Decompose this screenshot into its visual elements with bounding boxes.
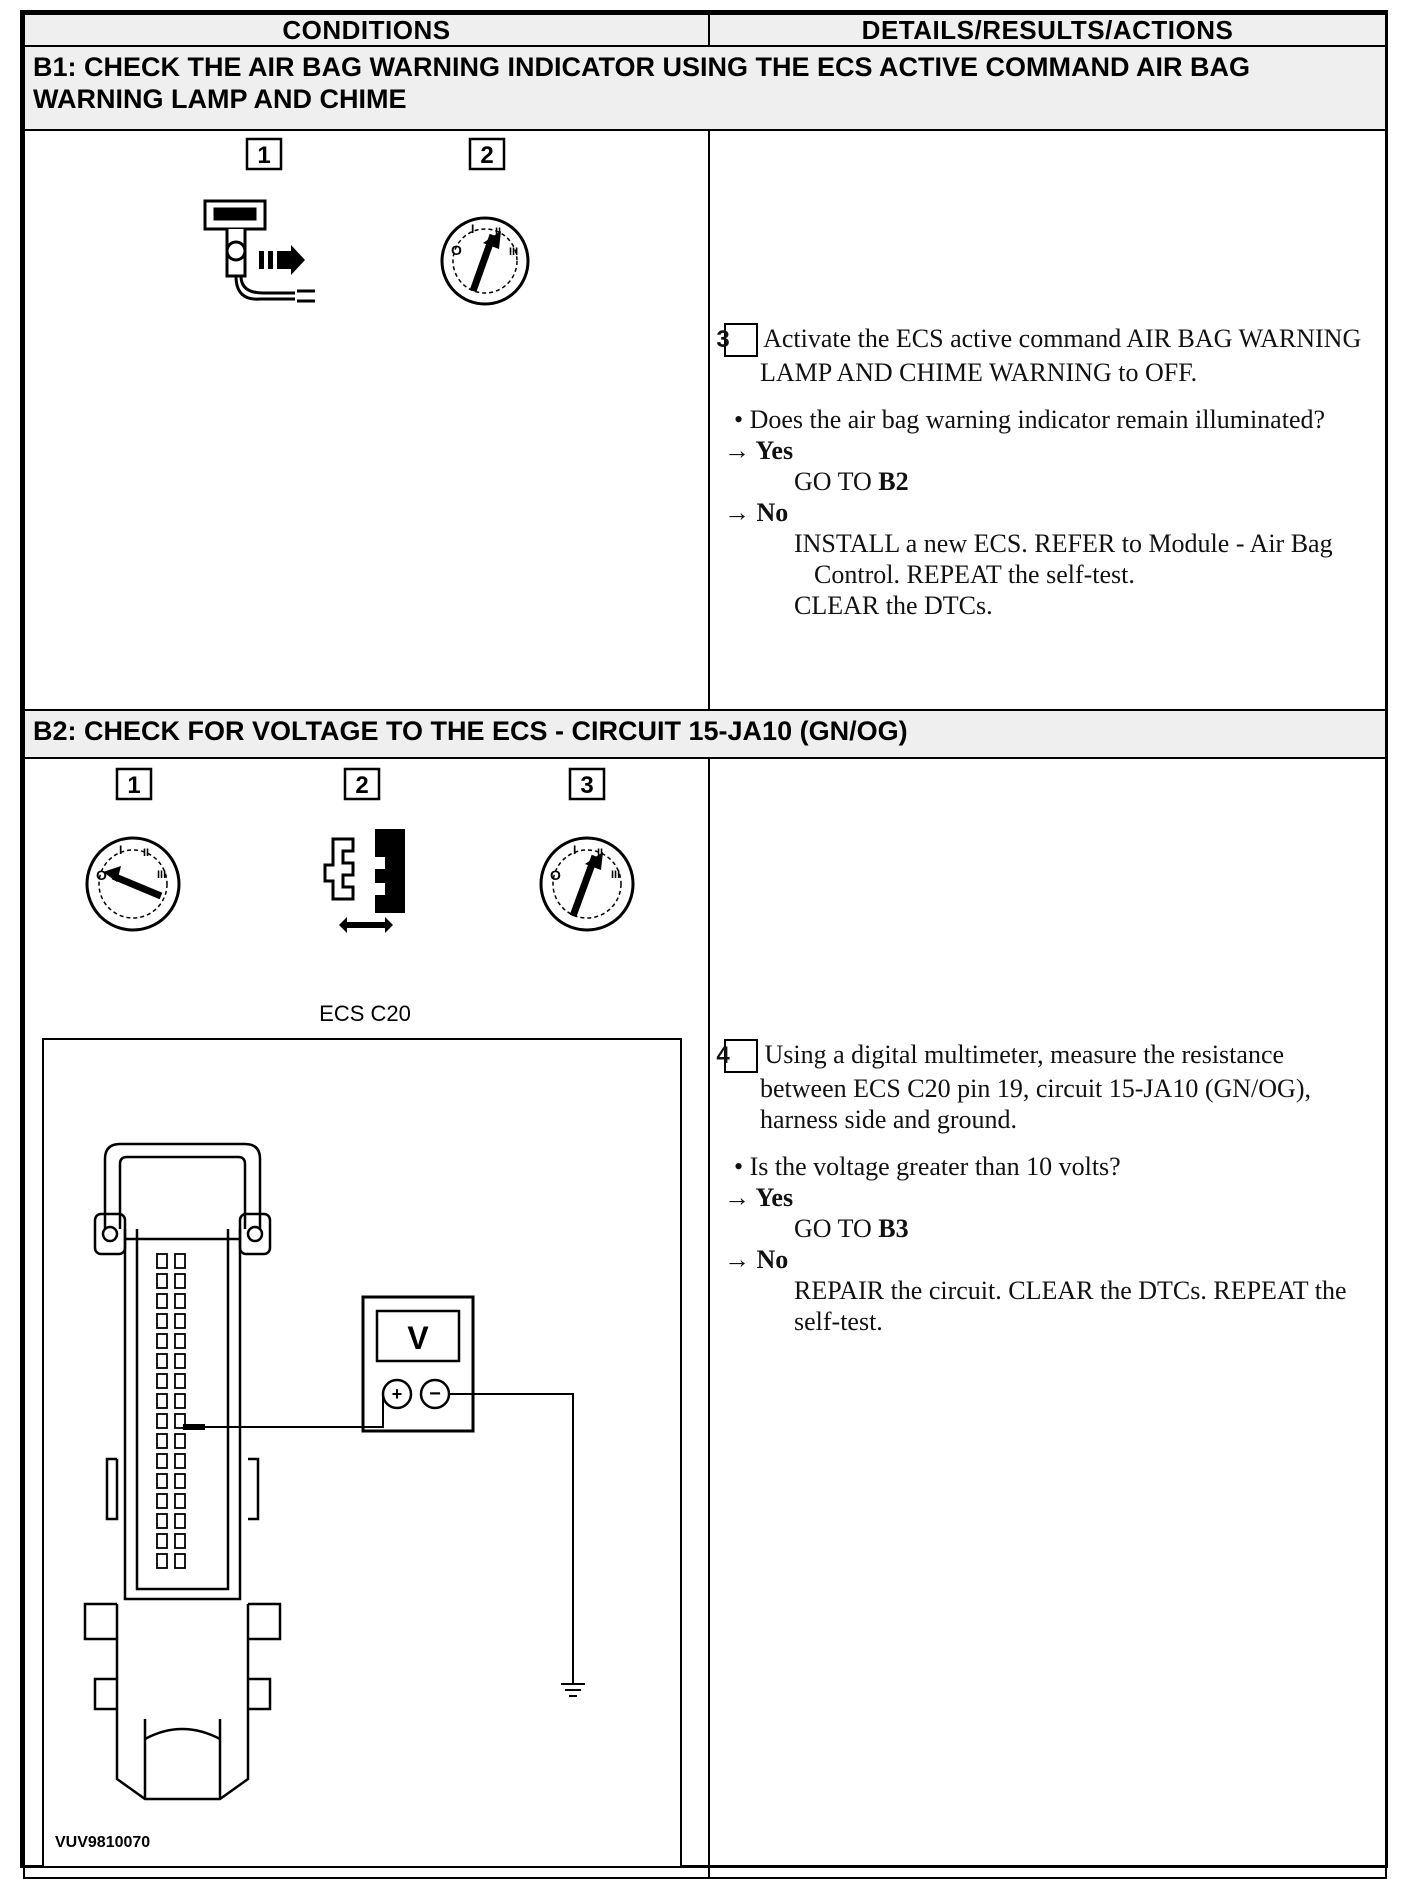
svg-text:1: 1 bbox=[127, 772, 140, 799]
b1-yes-label: → Yes bbox=[724, 436, 794, 465]
b1-title-row: B1: CHECK THE AIR BAG WARNING INDICATOR … bbox=[23, 45, 1387, 131]
figure-id: VUV9810070 bbox=[55, 1834, 150, 1851]
b1-no-action-2: CLEAR the DTCs. bbox=[794, 591, 993, 620]
b2-step-box-1: 1 bbox=[115, 767, 153, 801]
b2-title-row: B2: CHECK FOR VOLTAGE TO THE ECS - CIRCU… bbox=[23, 709, 1387, 759]
meter-label: V bbox=[407, 1320, 429, 1356]
b2-details-cell: 4 Using a digital multimeter, measure th… bbox=[708, 757, 1387, 1879]
svg-text:III: III bbox=[611, 869, 620, 881]
b1-step-text: Activate the ECS active command AIR BAG … bbox=[760, 324, 1362, 387]
b1-title: B1: CHECK THE AIR BAG WARNING INDICATOR … bbox=[23, 45, 1387, 131]
negative-lead bbox=[449, 1393, 574, 1684]
b1-step-3: 3 Activate the ECS active command AIR BA… bbox=[716, 323, 1373, 388]
ignition-switch-on-icon: O I II III bbox=[539, 836, 635, 932]
ignition-switch-off-icon: O I II III bbox=[85, 836, 181, 932]
b2-yes-target: B3 bbox=[878, 1214, 909, 1243]
details-header: DETAILS/RESULTS/ACTIONS bbox=[708, 13, 1387, 47]
b1-no-label: → No bbox=[724, 498, 789, 527]
svg-text:II: II bbox=[495, 226, 501, 238]
b2-no-action-1: REPAIR the circuit. CLEAR the DTCs. REPE… bbox=[794, 1276, 1347, 1336]
svg-text:2: 2 bbox=[355, 772, 368, 799]
b1-details-cell: 3 Activate the ECS active command AIR BA… bbox=[708, 129, 1387, 711]
svg-text:III: III bbox=[157, 869, 166, 881]
b2-yes-action: GO TO B3 bbox=[794, 1214, 909, 1243]
b1-yes-target: B2 bbox=[878, 467, 909, 496]
b1-no-action-1: INSTALL a new ECS. REFER to Module - Air… bbox=[794, 529, 1333, 589]
header-row: CONDITIONS DETAILS/RESULTS/ACTIONS bbox=[23, 13, 1387, 47]
b2-step-text: Using a digital multimeter, measure the … bbox=[760, 1040, 1311, 1134]
b1-step-number: 3 bbox=[716, 323, 758, 357]
b2-step-number: 4 bbox=[716, 1039, 758, 1073]
svg-text:+: + bbox=[392, 1384, 403, 1404]
b1-body-row: 1 2 bbox=[23, 129, 1387, 711]
b1-illustration: 1 2 bbox=[203, 137, 530, 306]
diagnostic-table: CONDITIONS DETAILS/RESULTS/ACTIONS B1: C… bbox=[23, 13, 1387, 1879]
diagram-title: ECS C20 bbox=[319, 1001, 411, 1026]
b1-question: • Does the air bag warning indicator rem… bbox=[734, 405, 1326, 434]
b2-title: B2: CHECK FOR VOLTAGE TO THE ECS - CIRCU… bbox=[23, 709, 1387, 759]
svg-text:O: O bbox=[96, 867, 107, 883]
svg-text:I: I bbox=[471, 222, 474, 236]
svg-text:3: 3 bbox=[580, 772, 593, 799]
connector-pins bbox=[156, 1253, 186, 1569]
b1-step-box-2: 2 bbox=[468, 137, 506, 171]
conditions-header: CONDITIONS bbox=[23, 13, 710, 47]
procedure-page: CONDITIONS DETAILS/RESULTS/ACTIONS B1: C… bbox=[20, 10, 1388, 1879]
b2-body-row: 1 2 3 O I II III bbox=[23, 757, 1387, 1879]
b2-step-box-3: 3 bbox=[568, 767, 606, 801]
b1-illustration-cell: 1 2 bbox=[23, 129, 710, 711]
b2-question: • Is the voltage greater than 10 volts? bbox=[734, 1152, 1121, 1181]
b2-no-label: → No bbox=[724, 1245, 789, 1274]
b1-yes-action: GO TO B2 bbox=[794, 467, 909, 496]
ground-symbol-icon bbox=[561, 1683, 585, 1697]
b1-step-box-1: 1 bbox=[245, 137, 283, 171]
connector-disconnect-icon bbox=[203, 199, 315, 303]
svg-text:II: II bbox=[143, 847, 149, 859]
svg-text:II: II bbox=[597, 847, 603, 859]
svg-text:I: I bbox=[119, 843, 122, 857]
svg-text:III: III bbox=[509, 246, 518, 258]
b2-step-box-2: 2 bbox=[343, 767, 381, 801]
svg-text:2: 2 bbox=[480, 142, 493, 169]
svg-text:1: 1 bbox=[257, 142, 270, 169]
digital-multimeter-icon: V + − bbox=[361, 1295, 475, 1433]
svg-text:I: I bbox=[573, 843, 576, 857]
svg-text:O: O bbox=[550, 867, 561, 883]
svg-text:−: − bbox=[429, 1383, 441, 1405]
diagram-frame bbox=[42, 1038, 682, 1868]
connector-disconnect-icon bbox=[323, 829, 405, 933]
svg-text:O: O bbox=[451, 242, 462, 258]
b2-illustration: 1 2 3 O I II III bbox=[42, 767, 682, 1868]
b2-yes-label: → Yes bbox=[724, 1183, 794, 1212]
b2-illustration-cell: 1 2 3 O I II III bbox=[23, 757, 710, 1879]
positive-lead bbox=[205, 1394, 384, 1428]
ignition-switch-on-icon: O I II III bbox=[440, 216, 530, 306]
b2-step-4: 4 Using a digital multimeter, measure th… bbox=[716, 1039, 1373, 1135]
ecs-c20-connector-drawing bbox=[83, 1142, 282, 1801]
